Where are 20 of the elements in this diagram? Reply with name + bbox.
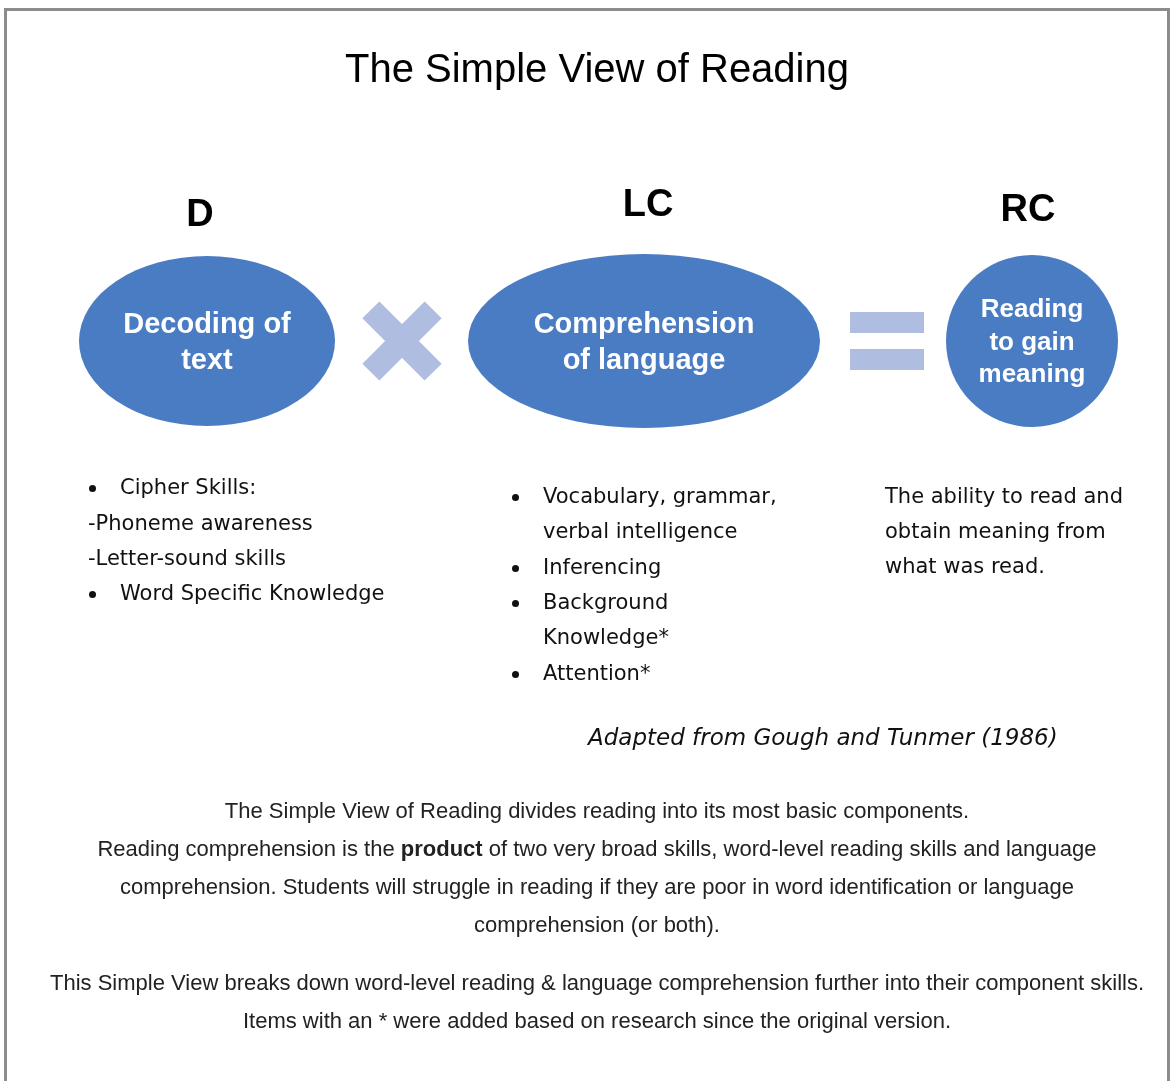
node-heading: D: [186, 192, 214, 235]
node-heading: LC: [622, 182, 674, 225]
bullet-item: Attention*: [543, 660, 652, 687]
bullet-item: Background Knowledge*: [543, 589, 670, 651]
node-label: Reading to gain meaning: [977, 292, 1087, 390]
paragraph: This Simple View breaks down word-level reading & language comprehension further into their component skills. Items with an * were added based on research since the original version.: [48, 969, 1146, 1035]
citation: Adapted from Gough and Tunmer (1986): [588, 723, 1059, 752]
paragraph: The Simple View of Reading divides reading into its most basic components.: [223, 797, 971, 825]
bullet-item: Word Specific Knowledge: [120, 580, 386, 607]
bullet-item: Inferencing: [543, 554, 663, 581]
bullet-item: Cipher Skills:: [120, 474, 258, 501]
node-heading: RC: [1000, 187, 1056, 230]
diagram-title: The Simple View of Reading: [345, 46, 849, 91]
bullet-item: Vocabulary, grammar, verbal intelligence: [543, 483, 778, 545]
text-line: The ability to read and obtain meaning from what was read.: [885, 483, 1124, 580]
paragraph: Reading comprehension is the product of two very broad skills, word-level reading skills and language comprehension. Students will struggle in reading if they are poor in word identification or language comprehension (or both).: [96, 835, 1098, 939]
text-line: -Letter-sound skills: [88, 545, 288, 572]
node-label: Decoding of text: [122, 305, 292, 377]
node-label: Comprehension of language: [532, 305, 756, 377]
text-line: -Phoneme awareness: [88, 510, 314, 537]
